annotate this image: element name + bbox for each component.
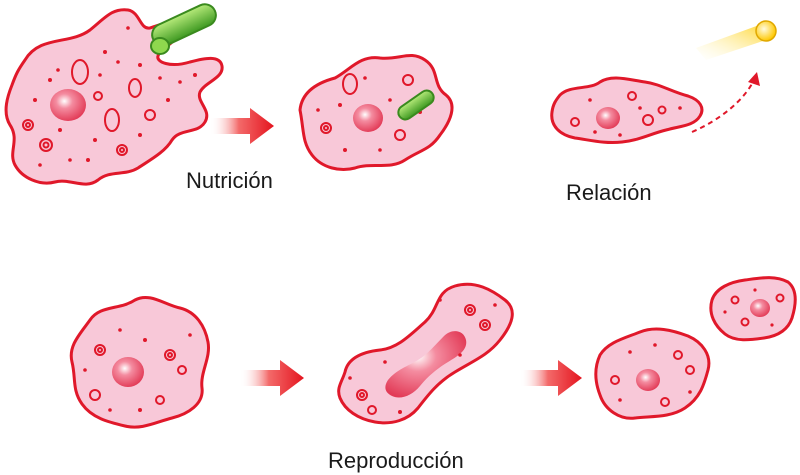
amoeba-responding bbox=[550, 76, 704, 144]
light-source bbox=[755, 20, 777, 42]
amoeba-digesting bbox=[298, 54, 454, 171]
amoeba-daughter-1 bbox=[594, 327, 711, 420]
food-particle bbox=[150, 3, 217, 55]
amoeba-daughter-2 bbox=[709, 276, 797, 342]
label-nutricion: Nutrición bbox=[186, 168, 273, 193]
light-beam bbox=[696, 24, 772, 60]
amoeba-feeding bbox=[4, 3, 224, 186]
amoeba-dividing bbox=[337, 282, 514, 425]
arrow-right bbox=[240, 360, 304, 396]
arrow-right bbox=[520, 360, 582, 396]
label-reproduccion: Reproducción bbox=[328, 448, 464, 473]
dashed-arrow bbox=[691, 77, 756, 133]
arrow-right bbox=[210, 108, 274, 144]
label-relacion: Relación bbox=[566, 180, 652, 205]
amoeba-parent bbox=[69, 295, 211, 429]
